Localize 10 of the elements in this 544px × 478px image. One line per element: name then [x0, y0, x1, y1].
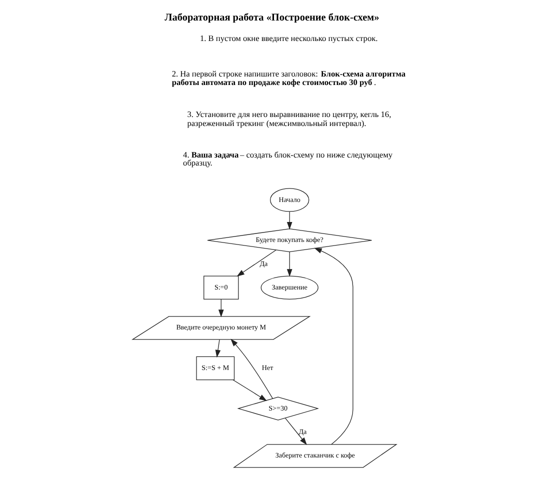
- arrow: [286, 252, 292, 277]
- diagram-title: Лабораторная работа «Построение блок-схем»: [164, 12, 379, 24]
- arrow: [284, 418, 306, 446]
- arrow: [286, 211, 292, 230]
- arrow: [230, 338, 272, 399]
- arrow: [236, 250, 276, 276]
- arrow: [232, 380, 266, 401]
- arrow: [214, 339, 220, 358]
- arrow: [314, 248, 353, 445]
- arrow: [218, 299, 224, 318]
